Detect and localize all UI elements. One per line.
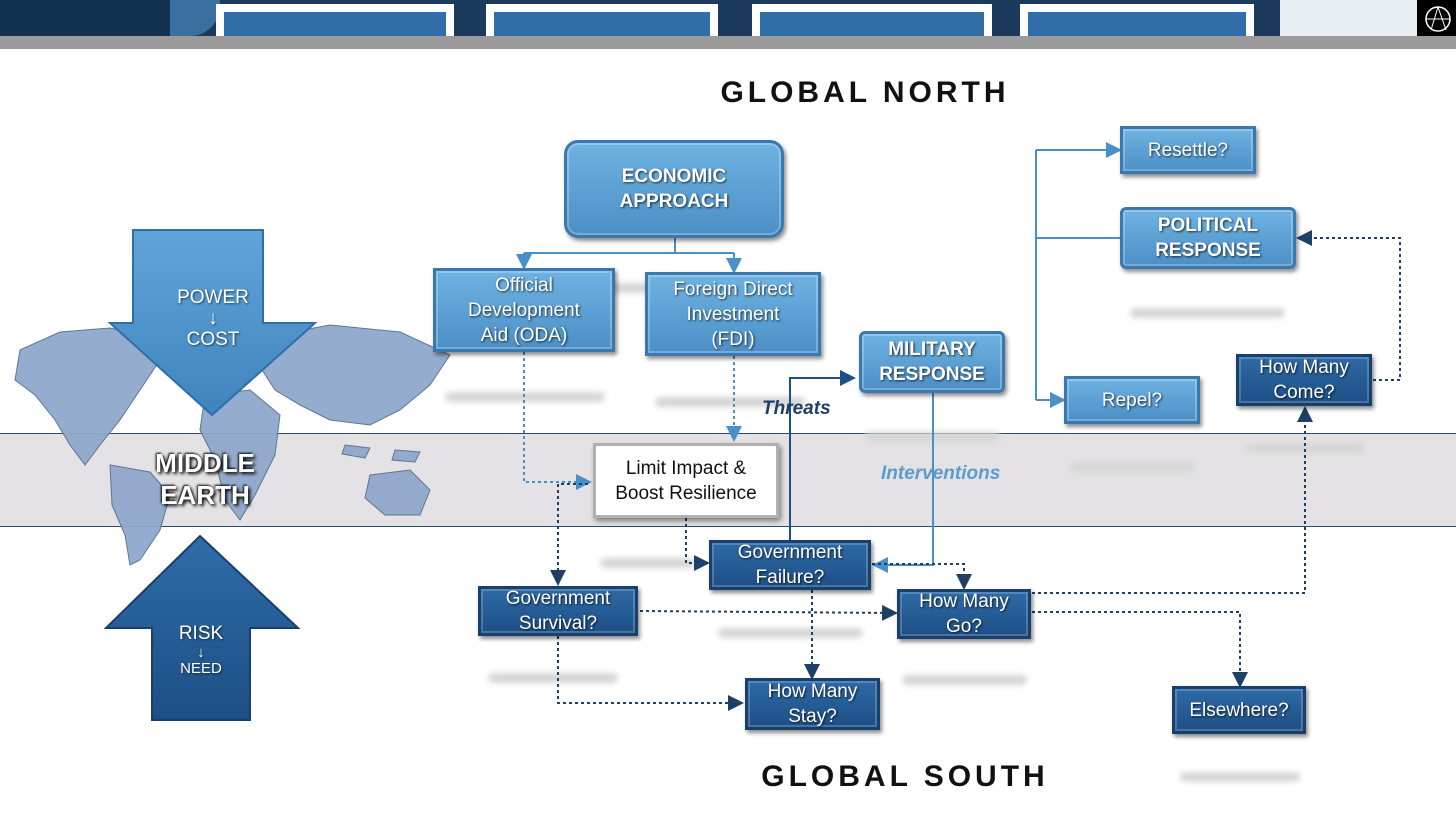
limit-impact-box: Limit Impact & Boost Resilience (593, 443, 779, 518)
government-failure-box: Government Failure? (709, 540, 871, 590)
economic-approach-box: ECONOMIC APPROACH (564, 140, 784, 238)
down-arrow-label: POWER ↓ COST (160, 286, 266, 352)
cost-label: COST (186, 329, 240, 350)
how-many-come-box: How Many Come? (1236, 354, 1372, 406)
political-response-box: POLITICAL RESPONSE (1120, 207, 1296, 269)
faded-text (718, 628, 863, 638)
faded-text (902, 675, 1027, 685)
arrow-symbol: ↓ (208, 308, 218, 329)
risk-label: RISK (178, 623, 224, 644)
global-north-heading: GLOBAL NORTH (720, 76, 1010, 109)
faded-text (488, 673, 618, 683)
fdi-box: Foreign Direct Investment (FDI) (645, 272, 821, 356)
power-label: POWER (177, 287, 249, 308)
arrow-symbol: ↓ (197, 644, 205, 661)
logo-icon (1417, 0, 1456, 36)
faded-text (600, 558, 695, 568)
faded-text (1070, 462, 1195, 472)
threats-label: Threats (762, 398, 831, 419)
need-label: NEED (180, 660, 222, 677)
down-arrow-icon (107, 229, 318, 417)
faded-text (1180, 772, 1300, 782)
global-south-heading: GLOBAL SOUTH (761, 760, 1049, 793)
interventions-label: Interventions (881, 463, 1001, 484)
faded-text (1130, 308, 1285, 318)
up-arrow-icon (103, 534, 301, 721)
faded-text (1245, 443, 1365, 453)
repel-box: Repel? (1064, 376, 1200, 424)
continents-icon (14, 315, 451, 566)
oda-box: Official Development Aid (ODA) (433, 268, 615, 352)
faded-text (655, 397, 805, 407)
how-many-go-box: How Many Go? (897, 589, 1031, 639)
government-survival-box: Government Survival? (478, 586, 638, 636)
military-response-box: MILITARY RESPONSE (859, 331, 1005, 393)
up-arrow-label: RISK ↓ NEED (150, 622, 252, 678)
top-banner (0, 0, 1456, 36)
resettle-box: Resettle? (1120, 126, 1256, 174)
middle-earth-label: MIDDLE EARTH (155, 448, 255, 510)
banner-divider (0, 36, 1456, 49)
how-many-stay-box: How Many Stay? (745, 678, 880, 730)
world-map-illustration (14, 229, 451, 721)
elsewhere-box: Elsewhere? (1172, 686, 1306, 734)
